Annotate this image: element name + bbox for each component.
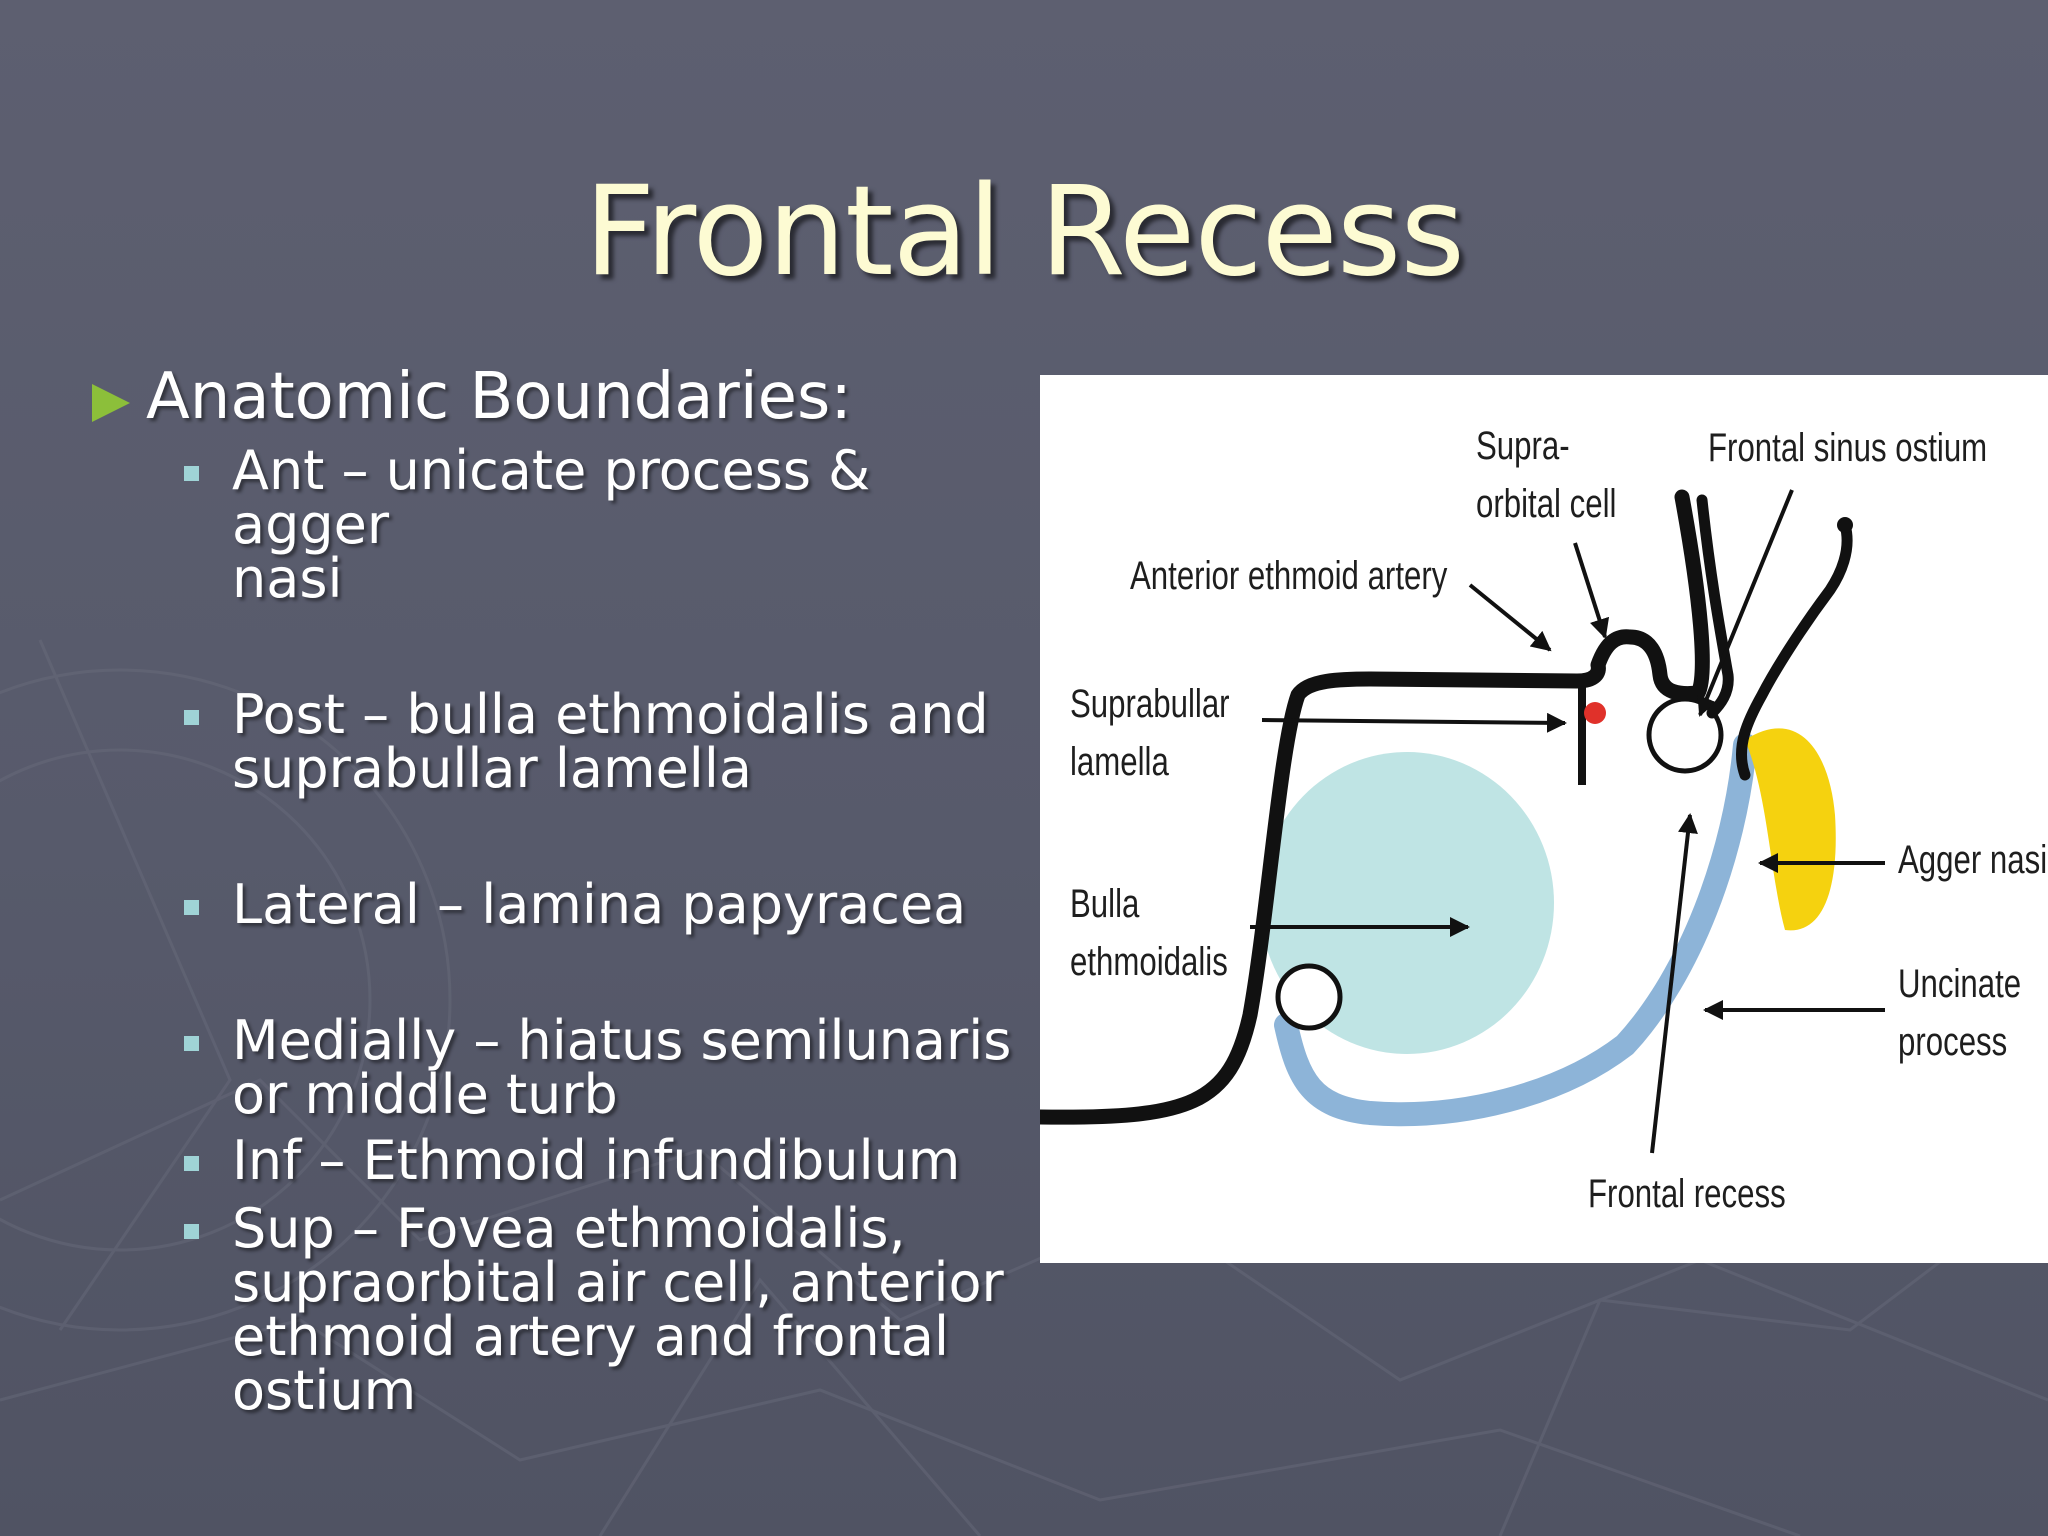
boundaries-list: Anatomic Boundaries: Ant – unicate proce… <box>92 360 1032 1422</box>
diagram-drawing <box>1040 489 1885 1154</box>
label-anterior-ethmoid-artery: Anterior ethmoid artery <box>1130 554 1448 598</box>
bullet-line: Inf – Ethmoid infundibulum <box>232 1128 961 1192</box>
uncinate-process-shape <box>1274 733 1757 1127</box>
bullet-medial: Medially – hiatus semilunaris or middle … <box>92 1008 1032 1126</box>
arrow-anterior-ethmoid-artery <box>1468 583 1552 652</box>
nasal-wall <box>1736 519 1853 781</box>
label-agger-nasi: Agger nasi <box>1898 838 2048 882</box>
label-line: Suprabullar <box>1070 682 1230 726</box>
slide-title: Frontal Recess <box>583 160 1465 304</box>
anatomy-diagram: Supra- orbital cell Frontal sinus ostium… <box>1040 375 2048 1263</box>
bullet-line: suprabullar lamella <box>232 736 752 800</box>
wall-end-knob <box>1837 517 1853 533</box>
arrow-suprabullar-lamella <box>1261 712 1567 733</box>
arrow-frontal-recess <box>1650 813 1698 1154</box>
arrow-supraorbital-cell <box>1573 542 1610 639</box>
bullet-line: Ant – unicate process & agger <box>232 438 871 556</box>
square-bullet-icon <box>184 1035 199 1051</box>
bullet-line: or middle turb <box>232 1062 618 1126</box>
label-line: Supra- <box>1476 424 1570 468</box>
triangle-bullet-icon <box>92 384 130 422</box>
bullet-line: Sup – Fovea ethmoidalis, <box>232 1196 906 1260</box>
square-bullet-icon <box>184 899 199 915</box>
label-frontal-sinus-ostium: Frontal sinus ostium <box>1708 426 1988 470</box>
bullet-superior: Sup – Fovea ethmoidalis, supraorbital ai… <box>92 1196 1032 1422</box>
bullet-anterior: Ant – unicate process & agger nasi <box>92 438 1032 610</box>
square-bullet-icon <box>184 1223 199 1239</box>
label-line: lamella <box>1070 740 1169 784</box>
agger-nasi-shape <box>1745 728 1836 931</box>
ethmoid-cell-circle <box>1275 963 1343 1031</box>
bullet-line: ethmoid artery and frontal <box>232 1304 950 1368</box>
label-line: Bulla <box>1070 882 1140 926</box>
square-bullet-icon <box>184 1155 199 1171</box>
label-line: orbital cell <box>1476 482 1617 526</box>
label-supraorbital-cell: Supra- orbital cell <box>1476 417 1616 533</box>
label-uncinate-process: Uncinate process <box>1898 955 2021 1071</box>
label-frontal-recess: Frontal recess <box>1588 1172 1786 1216</box>
bullet-line: Post – bulla ethmoidalis and <box>232 682 989 746</box>
heading-row: Anatomic Boundaries: <box>92 360 1032 434</box>
bullet-posterior: Post – bulla ethmoidalis and suprabullar… <box>92 682 1032 800</box>
square-bullet-icon <box>184 709 199 725</box>
arrow-frontal-sinus-ostium <box>1697 489 1794 717</box>
bullet-line: supraorbital air cell, anterior <box>232 1250 1004 1314</box>
label-line: Uncinate <box>1898 962 2022 1006</box>
label-line: process <box>1898 1020 2008 1064</box>
label-suprabullar-lamella: Suprabullar lamella <box>1070 675 1230 791</box>
bullet-line: nasi <box>232 546 343 610</box>
bullet-lateral: Lateral – lamina papyracea <box>92 872 1032 936</box>
label-bulla-ethmoidalis: Bulla ethmoidalis <box>1070 875 1228 991</box>
square-bullet-icon <box>184 465 199 481</box>
sub-bullets: Ant – unicate process & agger nasi Post … <box>92 438 1032 1422</box>
label-line: ethmoidalis <box>1070 940 1228 984</box>
bullet-line: Medially – hiatus semilunaris <box>232 1008 1012 1072</box>
bullet-inferior: Inf – Ethmoid infundibulum <box>92 1128 1032 1192</box>
section-heading: Anatomic Boundaries: <box>146 360 852 434</box>
bullet-line: Lateral – lamina papyracea <box>232 872 967 936</box>
bullet-line: ostium <box>232 1358 417 1422</box>
anterior-ethmoid-artery-dot <box>1584 702 1606 724</box>
